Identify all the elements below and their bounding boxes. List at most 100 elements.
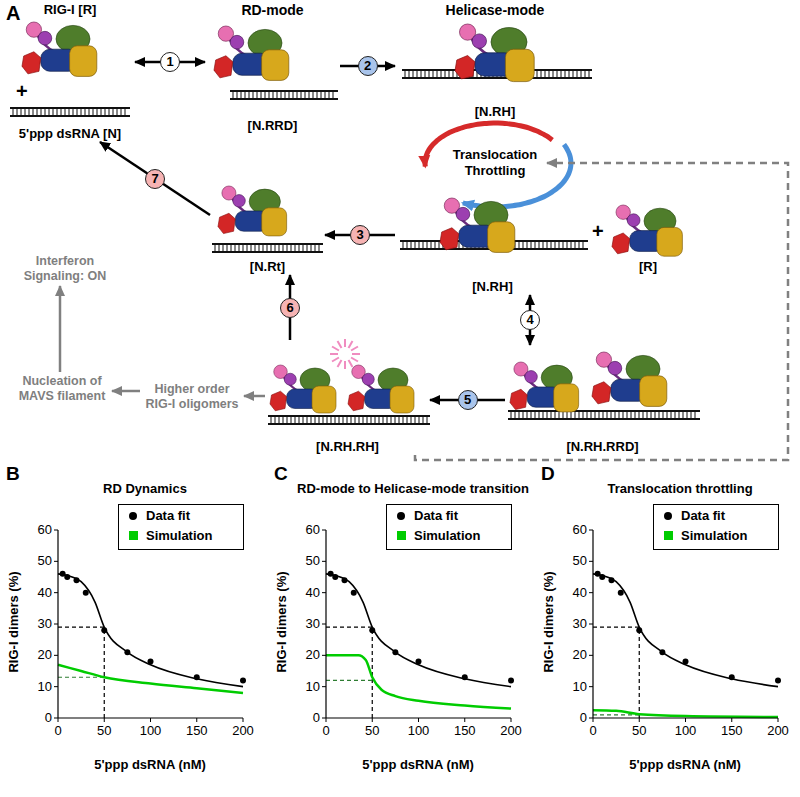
base-pair — [245, 91, 246, 99]
signal-arrow — [59, 286, 62, 372]
base-pair — [359, 416, 360, 424]
rna-strand — [268, 415, 430, 417]
guide-line — [326, 680, 372, 681]
base-pair — [283, 416, 284, 424]
base-pair — [581, 70, 582, 78]
card-domain — [284, 373, 296, 385]
base-pair — [77, 108, 78, 116]
base-pair — [595, 411, 596, 419]
base-pair — [299, 244, 300, 252]
base-pair — [547, 241, 548, 249]
step-number: 6 — [280, 298, 300, 318]
base-pair — [311, 416, 312, 424]
base-pair — [237, 91, 238, 99]
plus-sign: + — [592, 220, 604, 243]
base-pair — [239, 244, 240, 252]
legend-swatch — [129, 531, 138, 540]
base-pair — [647, 411, 648, 419]
step-number: 2 — [358, 56, 378, 76]
base-pair — [299, 416, 300, 424]
base-pair — [319, 416, 320, 424]
tick-mark — [589, 686, 593, 687]
base-pair — [259, 244, 260, 252]
rig-i-protein — [455, 24, 534, 82]
base-pair — [591, 411, 592, 419]
guide-line — [593, 627, 639, 718]
base-pair — [431, 241, 432, 249]
base-pair — [437, 70, 438, 78]
base-pair — [555, 411, 556, 419]
base-pair — [683, 411, 684, 419]
tick-label: 60 — [38, 523, 52, 538]
tick-mark — [589, 624, 593, 625]
state-label: [N.Rt] — [250, 259, 285, 275]
panel-letter: B — [6, 463, 20, 485]
legend-dot-sample — [397, 512, 405, 520]
data-point — [369, 627, 375, 633]
tick-label: 200 — [232, 724, 254, 739]
tick-label: 30 — [38, 617, 52, 632]
base-pair — [311, 244, 312, 252]
burst-ray — [349, 341, 353, 348]
fit-curve — [326, 574, 511, 687]
base-pair — [355, 416, 356, 424]
signal-arrow — [112, 390, 140, 393]
base-pair — [671, 411, 672, 419]
tick-mark — [54, 718, 58, 719]
base-pair — [367, 416, 368, 424]
tick-mark — [589, 655, 593, 656]
base-pair — [551, 411, 552, 419]
base-pair — [667, 411, 668, 419]
tick-mark — [418, 718, 419, 722]
node-text: Higher order RIG-I oligomers — [143, 382, 241, 412]
base-pair — [291, 244, 292, 252]
base-pair — [333, 91, 334, 99]
tick-label: 200 — [767, 724, 789, 739]
base-pair — [433, 70, 434, 78]
tick-mark — [778, 718, 779, 722]
base-pair — [13, 108, 14, 116]
base-pair — [287, 244, 288, 252]
base-pair — [37, 108, 38, 116]
base-pair — [423, 416, 424, 424]
card-domain — [608, 361, 622, 375]
tick-label: 10 — [573, 679, 587, 694]
tick-label: 0 — [589, 724, 596, 739]
tick-label: 50 — [573, 554, 587, 569]
data-point — [124, 649, 130, 655]
data-point — [101, 627, 107, 633]
dsrna-strand — [268, 416, 430, 424]
base-pair — [449, 70, 450, 78]
hel2-domain — [488, 222, 515, 253]
data-point — [775, 677, 781, 683]
base-pair — [283, 244, 284, 252]
card-domain — [627, 214, 640, 227]
base-pair — [301, 91, 302, 99]
base-pair — [263, 244, 264, 252]
tick-mark — [589, 718, 593, 719]
base-pair — [233, 91, 234, 99]
base-pair — [519, 411, 520, 419]
signal-arrow — [415, 163, 788, 460]
base-pair — [535, 411, 536, 419]
rig-i-protein — [348, 365, 414, 413]
tick-label: 50 — [365, 724, 379, 739]
base-pair — [49, 108, 50, 116]
legend-swatch — [664, 531, 673, 540]
base-pair — [257, 91, 258, 99]
fit-curve — [58, 574, 243, 687]
base-pair — [329, 91, 330, 99]
base-pair — [577, 70, 578, 78]
complex-state: Helicase-mode[N.RH] — [395, 2, 595, 120]
rd-domain — [218, 213, 235, 233]
rd-domain — [270, 391, 287, 411]
tick-label: 20 — [38, 648, 52, 663]
base-pair — [515, 411, 516, 419]
base-pair — [549, 70, 550, 78]
legend-entry: Data fit — [396, 508, 458, 523]
base-pair — [343, 416, 344, 424]
data-point — [74, 577, 80, 583]
card-domain — [525, 371, 537, 383]
base-pair — [579, 411, 580, 419]
base-pair — [89, 108, 90, 116]
